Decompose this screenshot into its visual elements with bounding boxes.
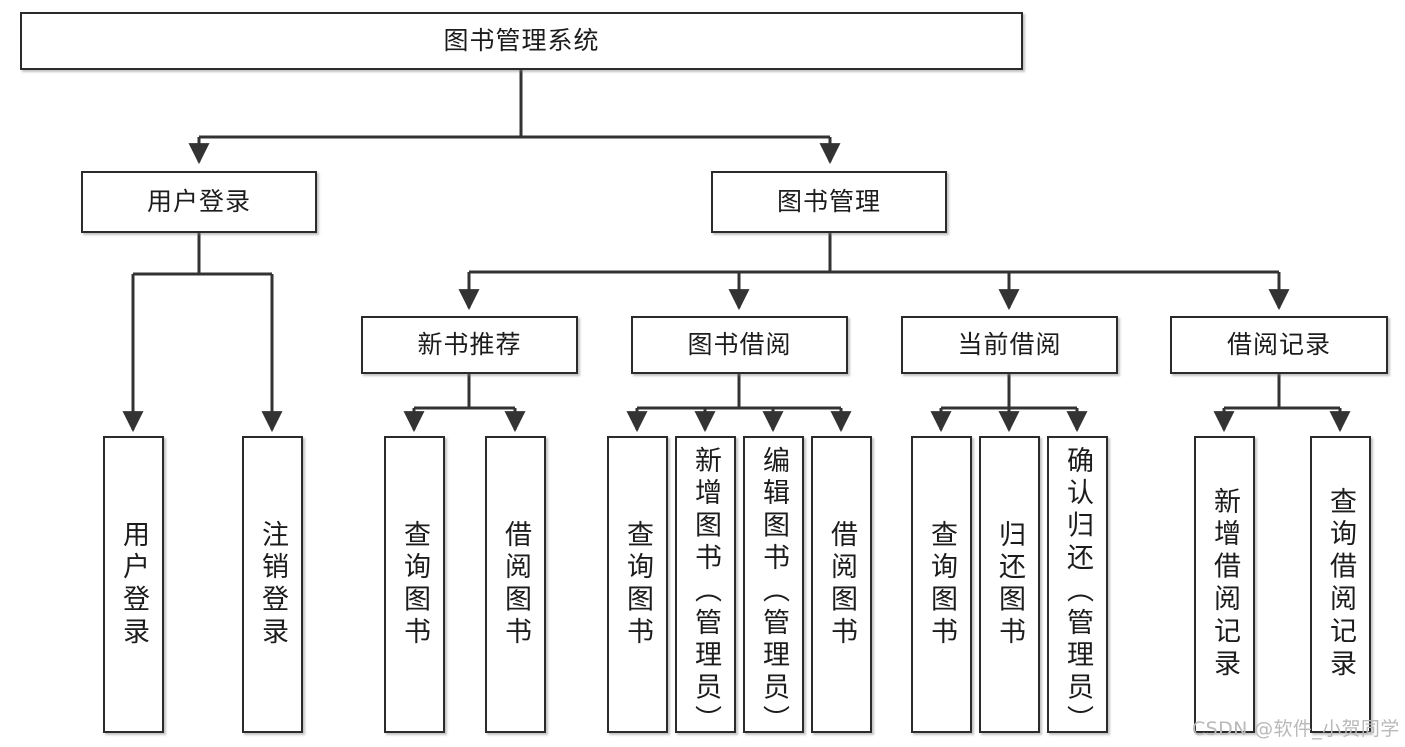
node-label: 借阅图书 — [500, 519, 531, 650]
leaf-book-borrow-add-book-admin[interactable]: 新增图书（管理员） — [675, 436, 736, 738]
leaf-current-borrow-return-book[interactable]: 归还图书 — [979, 436, 1040, 733]
node-label: 新增图书（管理员） — [690, 446, 721, 738]
leaf-book-borrow-query-book[interactable]: 查询图书 — [607, 436, 668, 733]
node-label: 新增借阅记录 — [1209, 487, 1240, 682]
node-book-management[interactable]: 图书管理 — [711, 171, 947, 233]
node-label: 编辑图书（管理员） — [758, 446, 789, 738]
node-label: 查询图书 — [399, 519, 430, 650]
node-borrow-records[interactable]: 借阅记录 — [1170, 316, 1388, 374]
node-new-book-recommend[interactable]: 新书推荐 — [361, 316, 578, 374]
node-current-borrow[interactable]: 当前借阅 — [901, 316, 1118, 374]
node-label: 确认归还（管理员） — [1062, 446, 1093, 738]
leaf-book-borrow-borrow-book[interactable]: 借阅图书 — [811, 436, 872, 733]
leaf-new-book-borrow-book[interactable]: 借阅图书 — [485, 436, 546, 733]
node-label: 查询借阅记录 — [1325, 487, 1356, 682]
node-label: 查询图书 — [926, 519, 957, 650]
node-root-book-management-system[interactable]: 图书管理系统 — [20, 12, 1023, 70]
node-label: 注销登录 — [257, 519, 288, 650]
node-label: 用户登录 — [118, 519, 149, 650]
node-label: 查询图书 — [622, 519, 653, 650]
node-label: 借阅记录 — [1226, 330, 1331, 360]
leaf-user-login-logout[interactable]: 注销登录 — [242, 436, 303, 733]
leaf-book-borrow-edit-book-admin[interactable]: 编辑图书（管理员） — [743, 436, 804, 738]
node-label: 归还图书 — [994, 519, 1025, 650]
leaf-borrow-records-query-record[interactable]: 查询借阅记录 — [1310, 436, 1371, 733]
node-label: 借阅图书 — [826, 519, 857, 650]
node-label: 新书推荐 — [417, 330, 522, 360]
node-label: 图书管理系统 — [443, 26, 600, 56]
leaf-current-borrow-confirm-return-admin[interactable]: 确认归还（管理员） — [1047, 436, 1108, 738]
node-label: 图书借阅 — [687, 330, 792, 360]
node-label: 当前借阅 — [957, 330, 1062, 360]
node-label: 图书管理 — [776, 187, 881, 217]
node-label: 用户登录 — [146, 187, 251, 217]
leaf-new-book-query-book[interactable]: 查询图书 — [384, 436, 445, 733]
node-user-login[interactable]: 用户登录 — [81, 171, 317, 233]
leaf-borrow-records-add-record[interactable]: 新增借阅记录 — [1194, 436, 1255, 733]
node-book-borrow[interactable]: 图书借阅 — [631, 316, 848, 374]
leaf-current-borrow-query-book[interactable]: 查询图书 — [911, 436, 972, 733]
watermark: CSDN @软件_小贺同学 — [1192, 718, 1400, 740]
leaf-user-login-login[interactable]: 用户登录 — [103, 436, 164, 733]
